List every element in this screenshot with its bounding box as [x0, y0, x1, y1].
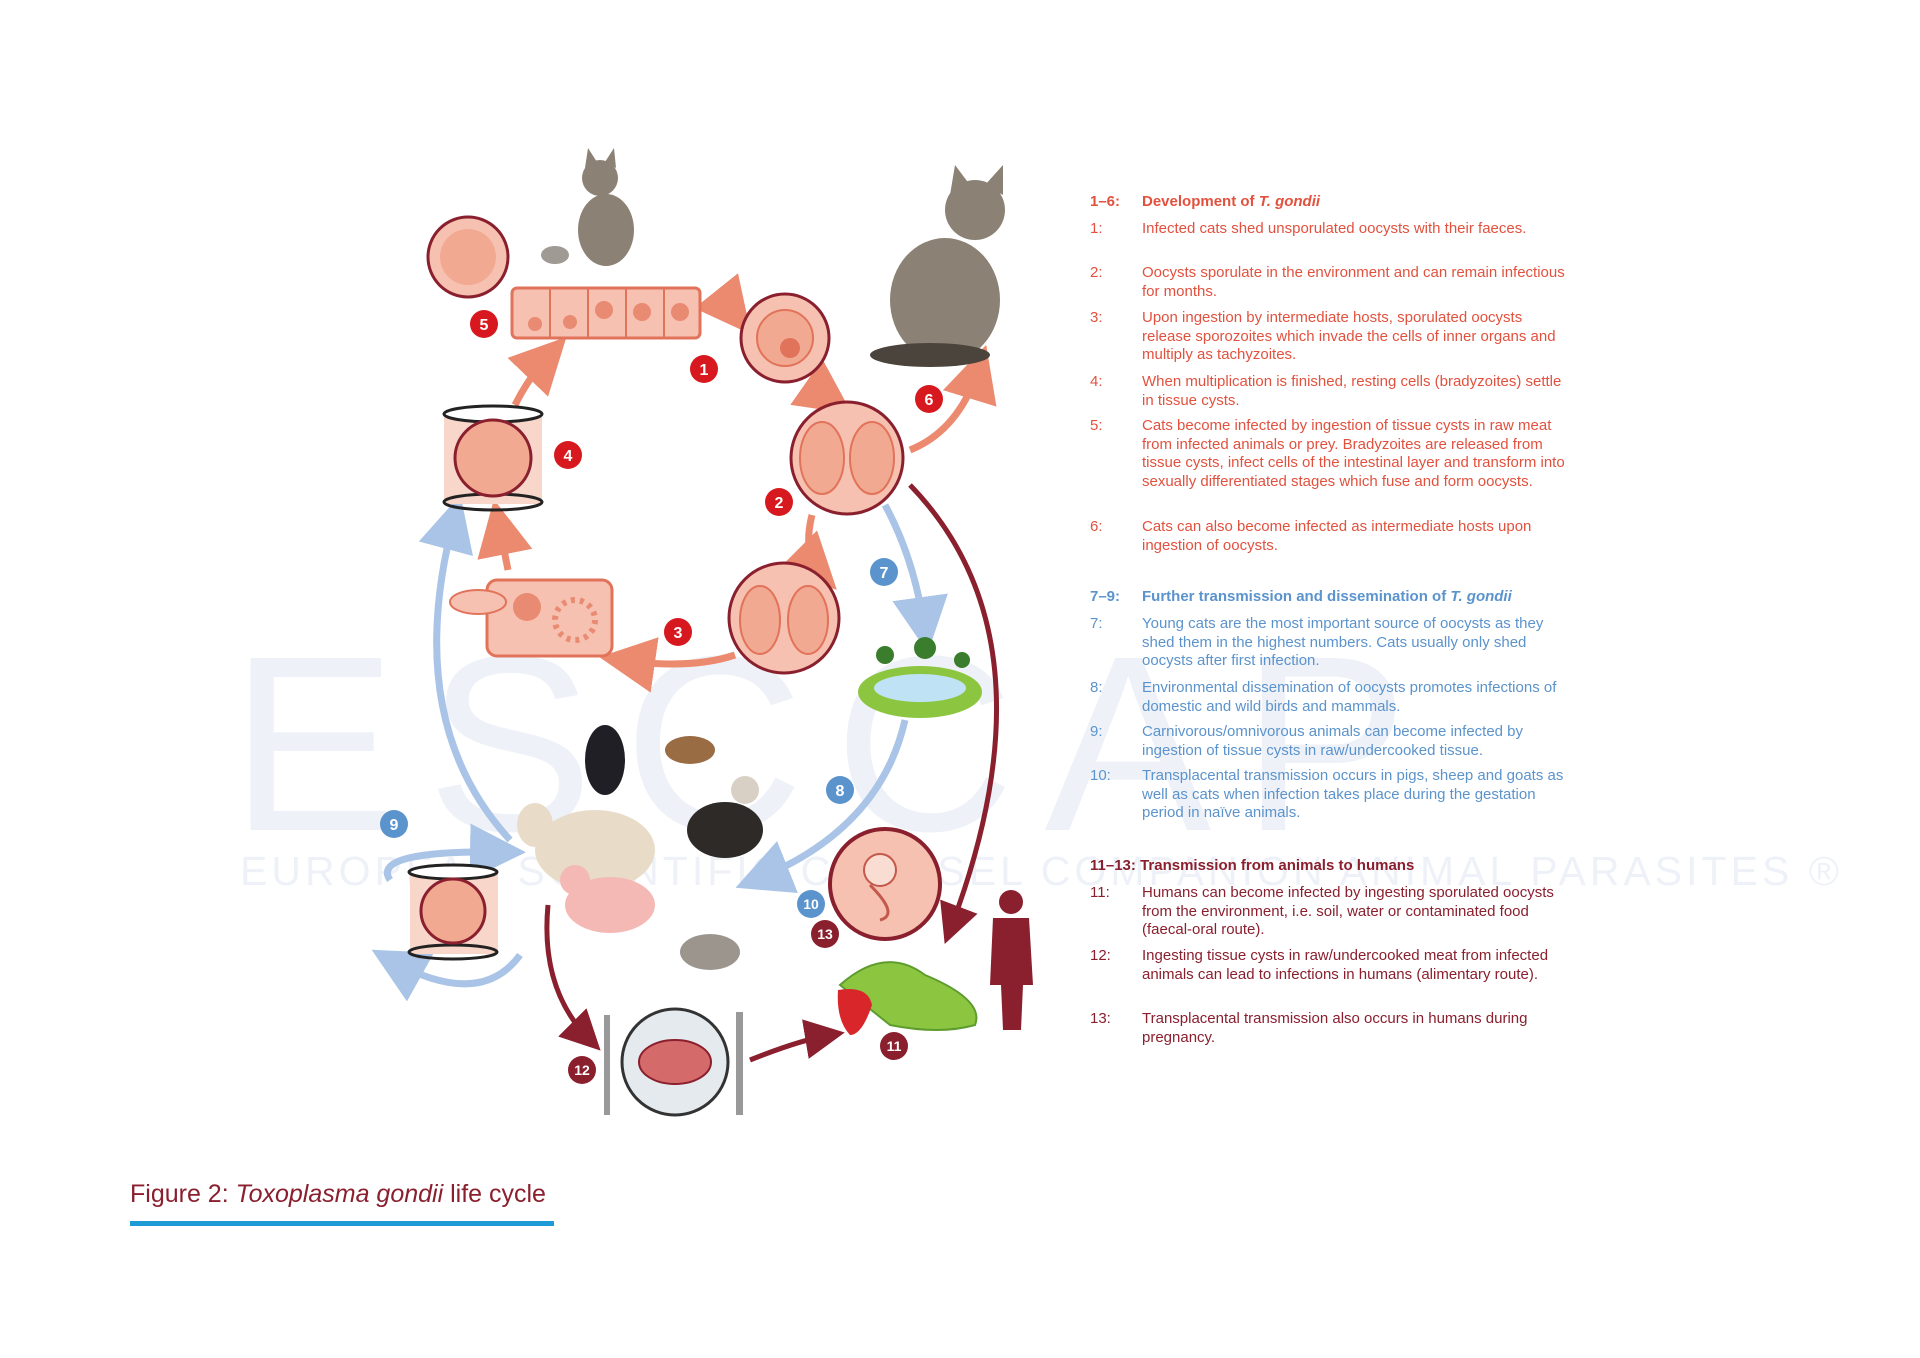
- legend-item: 6:Cats can also become infected as inter…: [1090, 518, 1532, 554]
- legend-item: 13:Transplacental transmission also occu…: [1090, 1010, 1528, 1046]
- caption-underline: [130, 1221, 554, 1226]
- svg-text:9: 9: [390, 817, 399, 834]
- tissue-cyst-animals: [407, 863, 499, 961]
- marker-9: 9: [380, 810, 408, 838]
- excysting-oocyst: [727, 561, 841, 675]
- legend-heading-humans: 11–13: Transmission from animals to huma…: [1090, 857, 1415, 874]
- marker-7: 7: [870, 558, 898, 586]
- marker-13: 13: [811, 920, 839, 948]
- marker-3: 3: [664, 618, 692, 646]
- marker-2: 2: [765, 488, 793, 516]
- fetus-womb: [828, 827, 942, 941]
- legend-item: 1:Infected cats shed unsporulated oocyst…: [1090, 220, 1527, 237]
- pond-icon: [858, 637, 982, 718]
- strawberry-lettuce-icon: [837, 961, 978, 1035]
- marker-4: 4: [554, 441, 582, 469]
- marker-11: 11: [880, 1032, 908, 1060]
- cat-large-icon: [870, 165, 1005, 367]
- legend-item: 10:Transplacental transmission occurs in…: [1090, 767, 1564, 821]
- marker-5: 5: [470, 310, 498, 338]
- mouse-prey-icon: [541, 246, 569, 264]
- svg-text:3: 3: [674, 625, 683, 642]
- legend-heading-development: 1–6:Development of T. gondii: [1090, 193, 1321, 210]
- figure-caption: Figure 2: Toxoplasma gondii life cycle: [130, 1180, 546, 1208]
- legend-item: 3:Upon ingestion by intermediate hosts, …: [1090, 309, 1556, 363]
- svg-text:8: 8: [836, 783, 845, 800]
- svg-text:13: 13: [817, 926, 833, 942]
- svg-text:10: 10: [803, 896, 819, 912]
- legend-item: 9:Carnivorous/omnivorous animals can bec…: [1090, 723, 1524, 759]
- human-silhouette-icon: [990, 890, 1033, 1030]
- svg-text:4: 4: [564, 448, 573, 465]
- svg-text:5: 5: [480, 317, 489, 334]
- svg-text:1: 1: [700, 362, 709, 379]
- sporulated-oocyst: [789, 400, 905, 516]
- tissue-cyst-prey: [426, 215, 510, 299]
- legend-item: 4:When multiplication is finished, resti…: [1090, 373, 1562, 409]
- legend-item: 12:Ingesting tissue cysts in raw/underco…: [1090, 947, 1549, 983]
- marker-1: 1: [690, 355, 718, 383]
- svg-text:2: 2: [775, 495, 784, 512]
- legend-item: 8:Environmental dissemination of oocysts…: [1090, 679, 1557, 715]
- dissemination-arrows: [371, 494, 948, 1002]
- marker-8: 8: [826, 776, 854, 804]
- legend-item: 5:Cats become infected by ingestion of t…: [1090, 417, 1565, 490]
- tachyzoite-cell: [449, 578, 614, 658]
- tissue-cyst-muscle: [442, 404, 544, 512]
- legend-item: 2:Oocysts sporulate in the environment a…: [1090, 264, 1565, 300]
- svg-text:7: 7: [880, 565, 889, 582]
- svg-text:6: 6: [925, 392, 934, 409]
- svg-text:12: 12: [574, 1062, 590, 1078]
- marker-6: 6: [915, 385, 943, 413]
- human-transmission-arrows: [544, 483, 1000, 1063]
- development-arrows: [477, 273, 997, 693]
- intestinal-cells: [510, 286, 702, 340]
- cat-small-icon: [578, 148, 634, 266]
- legend-item: 7:Young cats are the most important sour…: [1090, 615, 1544, 669]
- unsporulated-oocyst: [739, 292, 831, 384]
- meat-plate-icon: [604, 1007, 743, 1117]
- marker-12: 12: [568, 1056, 596, 1084]
- legend-heading-dissemination: 7–9:Further transmission and disseminati…: [1090, 588, 1512, 605]
- step-markers: 1 2 3 4 5 6 7 8 9 10 11 12 13: [380, 310, 943, 1084]
- legend-item: 11:Humans can become infected by ingesti…: [1090, 884, 1554, 938]
- farm-animals-icon: [517, 725, 763, 970]
- svg-text:11: 11: [887, 1038, 902, 1054]
- marker-10: 10: [797, 890, 825, 918]
